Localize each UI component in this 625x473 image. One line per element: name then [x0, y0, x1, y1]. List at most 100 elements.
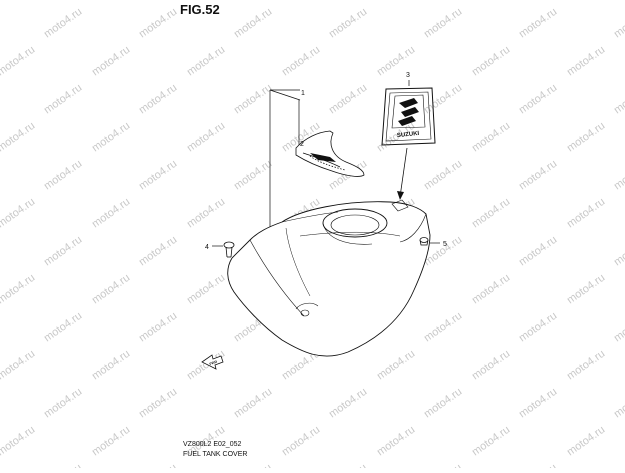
watermark-text: moto4.ru: [90, 44, 132, 79]
watermark-text: moto4.ru: [90, 120, 132, 155]
watermark-text: moto4.ru: [0, 196, 37, 231]
callout-5: 5: [443, 241, 447, 248]
watermark-text: moto4.ru: [185, 44, 227, 79]
watermark-text: moto4.ru: [90, 348, 132, 383]
watermark-text: moto4.ru: [422, 310, 464, 345]
watermark-text: moto4.ru: [232, 82, 274, 117]
watermark-text: moto4.ru: [565, 196, 607, 231]
watermark-text: moto4.ru: [232, 6, 274, 41]
watermark-text: moto4.ru: [232, 462, 274, 468]
watermark-text: moto4.ru: [565, 44, 607, 79]
watermark-text: moto4.ru: [422, 462, 464, 468]
watermark-text: moto4.ru: [185, 272, 227, 307]
watermark-text: moto4.ru: [0, 44, 37, 79]
watermark-text: moto4.ru: [42, 82, 84, 117]
watermark-text: moto4.ru: [90, 196, 132, 231]
watermark-text: moto4.ru: [42, 310, 84, 345]
figure-title: FIG.52: [180, 2, 220, 17]
watermark-text: moto4.ru: [137, 310, 179, 345]
watermark-text: moto4.ru: [280, 44, 322, 79]
watermark-text: moto4.ru: [327, 6, 369, 41]
watermark-text: moto4.ru: [612, 234, 625, 269]
tank-pad-part: [295, 130, 365, 177]
watermark-text: moto4.ru: [90, 0, 132, 2]
watermark-text: moto4.ru: [42, 386, 84, 421]
watermark-text: moto4.ru: [90, 424, 132, 459]
watermark-text: moto4.ru: [42, 158, 84, 193]
watermark-text: moto4.ru: [422, 158, 464, 193]
emblem-text: SUZUKI: [397, 131, 420, 139]
watermark-text: moto4.ru: [137, 6, 179, 41]
figure-code: VZ800L2 E02_052: [183, 441, 242, 448]
fwd-arrow-icon: FWD: [201, 354, 224, 370]
watermark-text: moto4.ru: [470, 44, 512, 79]
watermark-text: moto4.ru: [470, 272, 512, 307]
watermark-text: moto4.ru: [517, 462, 559, 468]
watermark-text: moto4.ru: [137, 234, 179, 269]
watermark-text: moto4.ru: [0, 120, 37, 155]
watermark-text: moto4.ru: [612, 158, 625, 193]
watermark-text: moto4.ru: [42, 462, 84, 468]
watermark-text: moto4.ru: [280, 0, 322, 2]
watermark-text: moto4.ru: [517, 158, 559, 193]
watermark-text: moto4.ru: [612, 386, 625, 421]
figure-caption: FUEL TANK COVER: [183, 451, 248, 458]
fuel-tank-cover: [227, 199, 431, 357]
watermark-text: moto4.ru: [137, 462, 179, 468]
watermark-text: moto4.ru: [470, 120, 512, 155]
watermark-text: moto4.ru: [90, 272, 132, 307]
watermark-text: moto4.ru: [375, 44, 417, 79]
watermark-text: moto4.ru: [517, 6, 559, 41]
watermark-text: moto4.ru: [612, 462, 625, 468]
watermark-text: moto4.ru: [470, 424, 512, 459]
watermark-text: moto4.ru: [612, 6, 625, 41]
watermark-text: moto4.ru: [185, 348, 227, 383]
watermark-text: moto4.ru: [327, 82, 369, 117]
watermark-text: moto4.ru: [517, 234, 559, 269]
watermark-text: moto4.ru: [517, 82, 559, 117]
watermark-text: moto4.ru: [137, 386, 179, 421]
suzuki-emblem: SUZUKI: [381, 87, 436, 146]
watermark-text: moto4.ru: [612, 310, 625, 345]
watermark-text: moto4.ru: [185, 196, 227, 231]
suzuki-s-logo-icon: [398, 98, 419, 126]
watermark-text: moto4.ru: [517, 310, 559, 345]
watermark-text: moto4.ru: [0, 0, 37, 2]
watermark-text: moto4.ru: [0, 348, 37, 383]
watermark-text: moto4.ru: [517, 386, 559, 421]
screw-part: [223, 241, 235, 258]
watermark-text: moto4.ru: [565, 120, 607, 155]
grommet-part: [419, 237, 429, 246]
watermark-text: moto4.ru: [42, 6, 84, 41]
watermark-text: moto4.ru: [232, 386, 274, 421]
watermark-text: moto4.ru: [0, 272, 37, 307]
part-1-leader: [269, 89, 301, 232]
watermark-text: moto4.ru: [565, 424, 607, 459]
watermark-text: moto4.ru: [137, 82, 179, 117]
watermark-text: moto4.ru: [137, 158, 179, 193]
watermark-text: moto4.ru: [565, 272, 607, 307]
callout-3: 3: [406, 72, 410, 79]
watermark-text: moto4.ru: [375, 348, 417, 383]
watermark-text: moto4.ru: [565, 348, 607, 383]
watermark-text: moto4.ru: [327, 462, 369, 468]
watermark-text: moto4.ru: [185, 120, 227, 155]
watermark-text: moto4.ru: [42, 234, 84, 269]
watermark-text: moto4.ru: [0, 424, 37, 459]
emblem-arrow: [397, 147, 408, 200]
watermark-text: moto4.ru: [280, 424, 322, 459]
watermark-text: moto4.ru: [612, 82, 625, 117]
watermark-text: moto4.ru: [470, 0, 512, 2]
watermark-text: moto4.ru: [232, 158, 274, 193]
watermark-text: moto4.ru: [422, 6, 464, 41]
watermark-text: moto4.ru: [470, 348, 512, 383]
watermark-text: moto4.ru: [565, 0, 607, 2]
watermark-text: moto4.ru: [470, 196, 512, 231]
watermark-text: moto4.ru: [327, 386, 369, 421]
callout-4: 4: [205, 244, 209, 251]
watermark-text: moto4.ru: [375, 0, 417, 2]
watermark-text: moto4.ru: [422, 386, 464, 421]
watermark-text: moto4.ru: [375, 424, 417, 459]
